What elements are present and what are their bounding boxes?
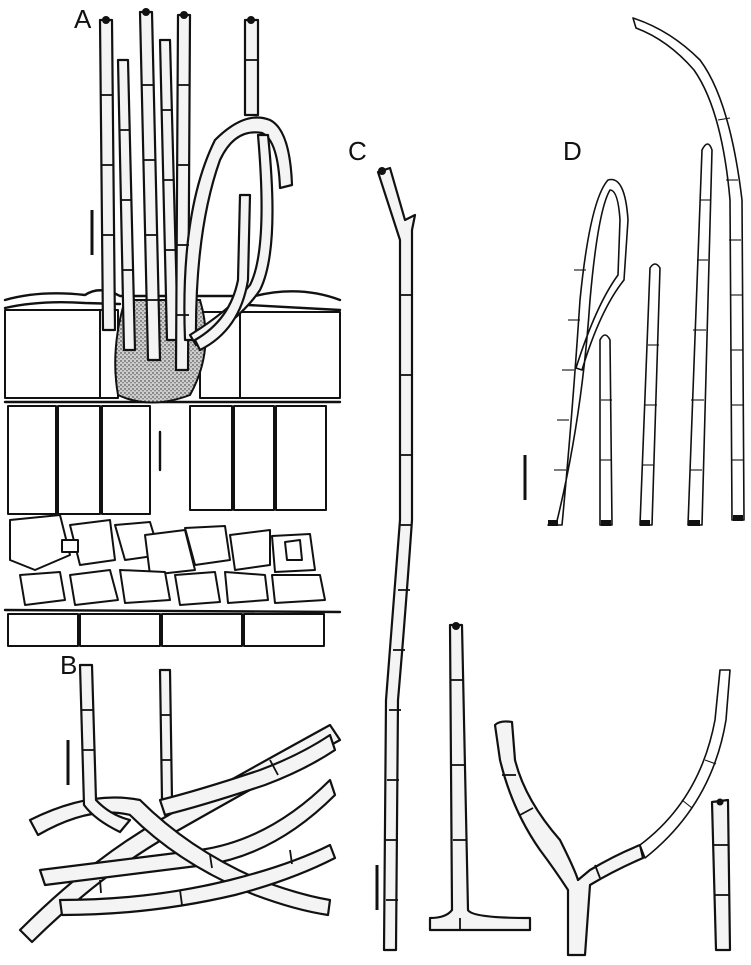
panel-label-d: D <box>563 136 582 166</box>
panel-c <box>375 166 732 957</box>
panel-a <box>3 8 342 647</box>
panel-label-c: C <box>348 136 367 166</box>
panel-b <box>18 663 342 944</box>
panel-label-b: B <box>60 650 78 680</box>
panel-label-a: A <box>74 4 92 34</box>
panel-d <box>523 17 745 526</box>
